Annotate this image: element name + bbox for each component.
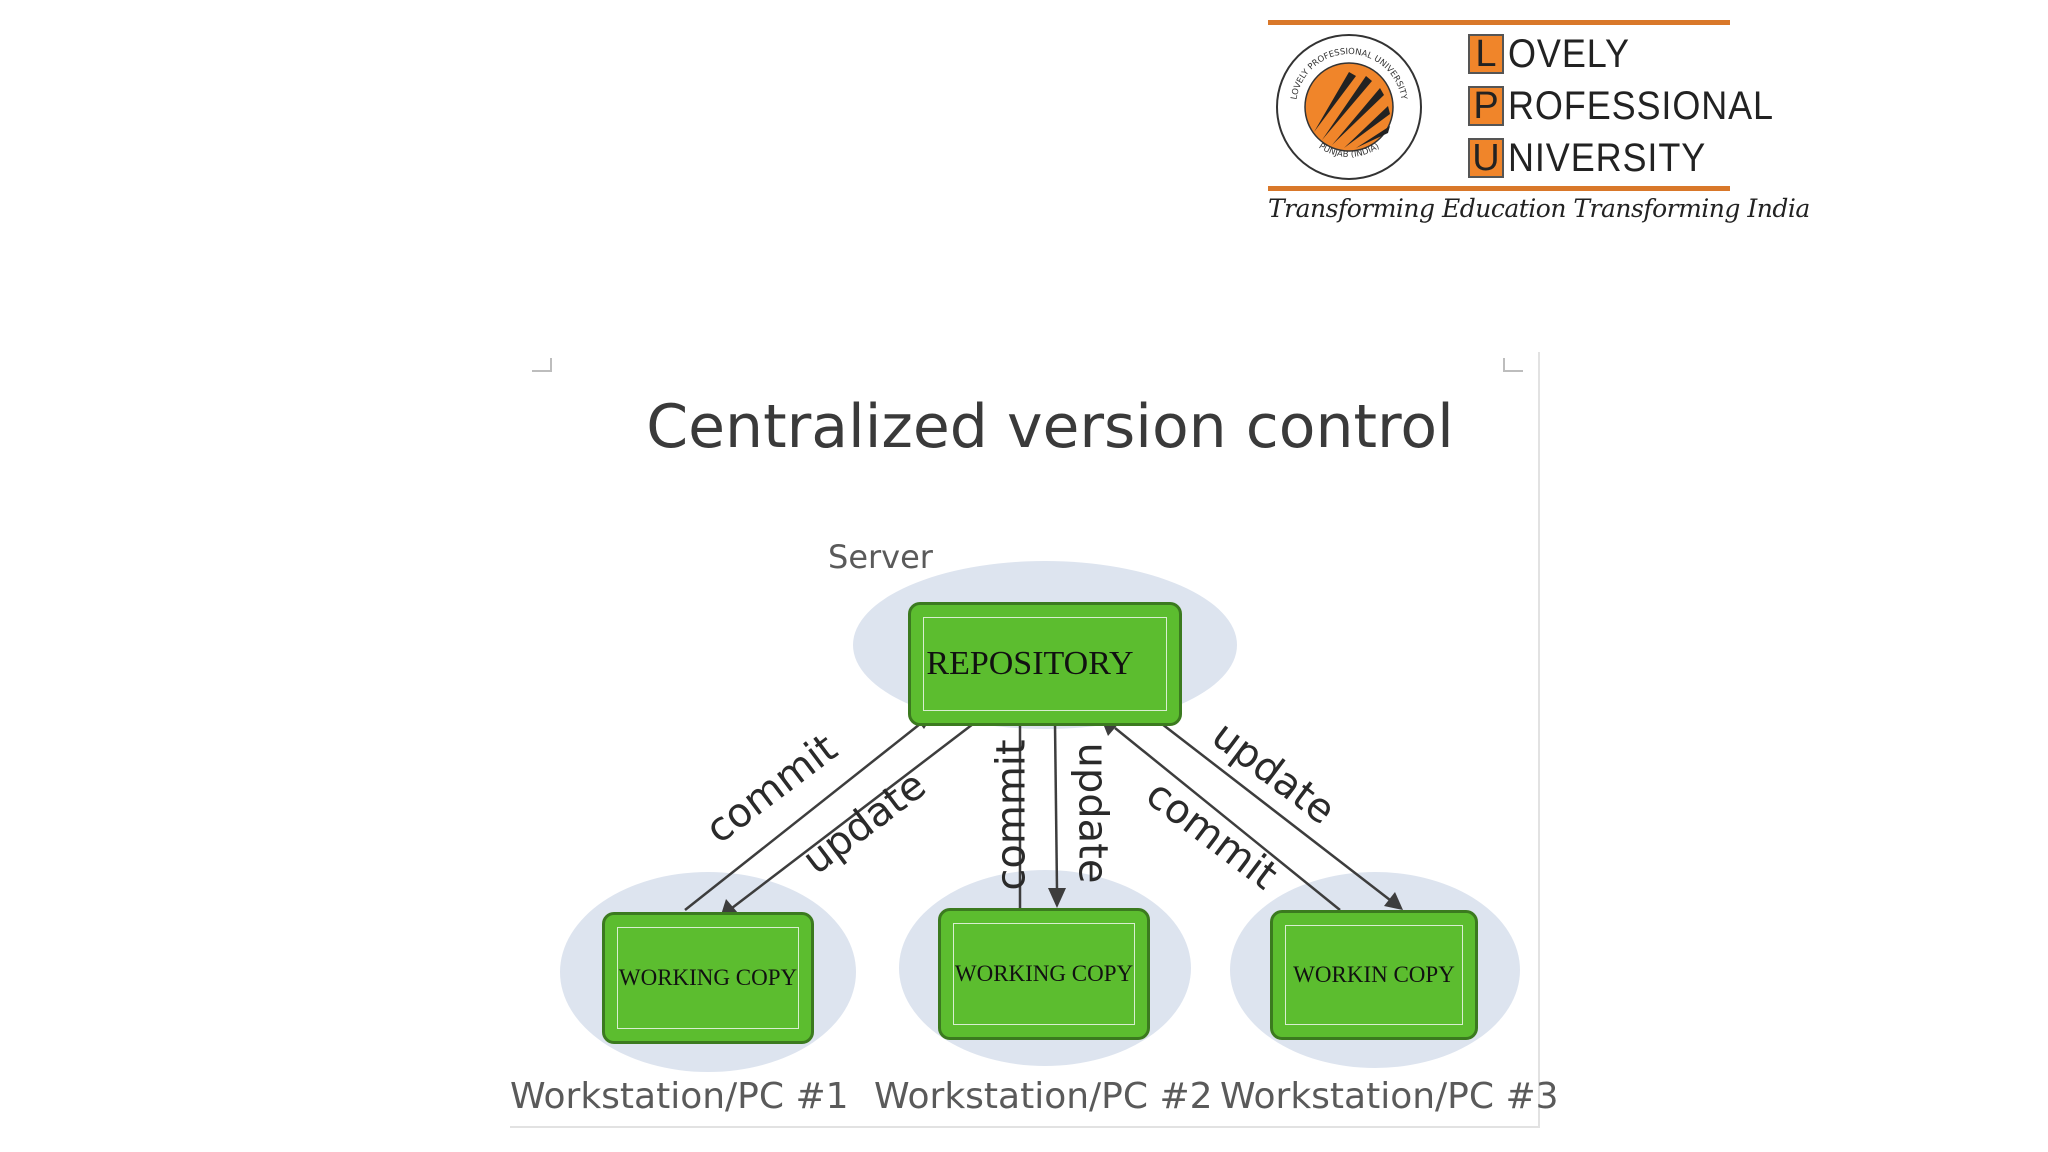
diagram-title: Centralized version control — [646, 392, 1454, 462]
logo-word-lovely: OVELY — [1508, 31, 1630, 76]
repository-box: REPOSITORY — [908, 602, 1182, 726]
centralized-vcs-diagram: Centralized version control Server — [510, 352, 1559, 1136]
university-logo: LOVELY PROFESSIONAL UNIVERSITY PUNJAB (I… — [1268, 18, 1810, 238]
ws3-update-arrow — [1161, 723, 1403, 910]
logo-top-rule — [1268, 20, 1730, 25]
working-copy-box-3: WORKIN COPY — [1270, 910, 1478, 1040]
logo-row-university: U NIVERSITY — [1468, 136, 1728, 180]
working-copy-3-inner-border — [1285, 925, 1463, 1025]
workstation-2-caption: Workstation/PC #2 — [874, 1076, 1213, 1117]
logo-row-lovely: L OVELY — [1468, 32, 1643, 76]
logo-initial-p: P — [1468, 85, 1504, 127]
server-label: Server — [828, 538, 933, 576]
logo-tagline: Transforming Education Transforming Indi… — [1268, 194, 1810, 223]
workstation-1-caption: Workstation/PC #1 — [510, 1076, 849, 1117]
working-copy-2-inner-border — [953, 923, 1135, 1025]
crop-mark-top-right — [1503, 358, 1523, 372]
university-seal-icon: LOVELY PROFESSIONAL UNIVERSITY PUNJAB (I… — [1276, 34, 1422, 180]
ws2-commit-label: commit — [988, 739, 1035, 891]
diagram-frame — [510, 352, 1540, 1128]
logo-bottom-rule — [1268, 186, 1730, 191]
repository-box-inner-border — [923, 617, 1167, 711]
logo-word-professional: ROFESSIONAL — [1508, 83, 1774, 128]
working-copy-1-label: WORKING COPY — [618, 965, 798, 990]
logo-word-university: NIVERSITY — [1508, 135, 1707, 180]
ws2-update-label: update — [1069, 742, 1116, 884]
workstation-3-caption: Workstation/PC #3 — [1220, 1076, 1559, 1117]
working-copy-box-2: WORKING COPY — [938, 908, 1150, 1040]
diagram-arrows — [684, 706, 1403, 918]
working-copy-1-inner-border — [617, 927, 799, 1029]
working-copy-box-1: WORKING COPY — [602, 912, 814, 1044]
working-copy-2-label: WORKING COPY — [954, 961, 1134, 986]
repository-label: REPOSITORY — [926, 645, 1134, 682]
logo-row-professional: P ROFESSIONAL — [1468, 84, 1804, 128]
crop-mark-top-left — [532, 358, 552, 372]
logo-initial-u: U — [1468, 137, 1504, 179]
ws2-update-arrow — [1048, 723, 1066, 908]
logo-initial-l: L — [1468, 33, 1504, 75]
working-copy-3-label: WORKIN COPY — [1293, 962, 1455, 987]
